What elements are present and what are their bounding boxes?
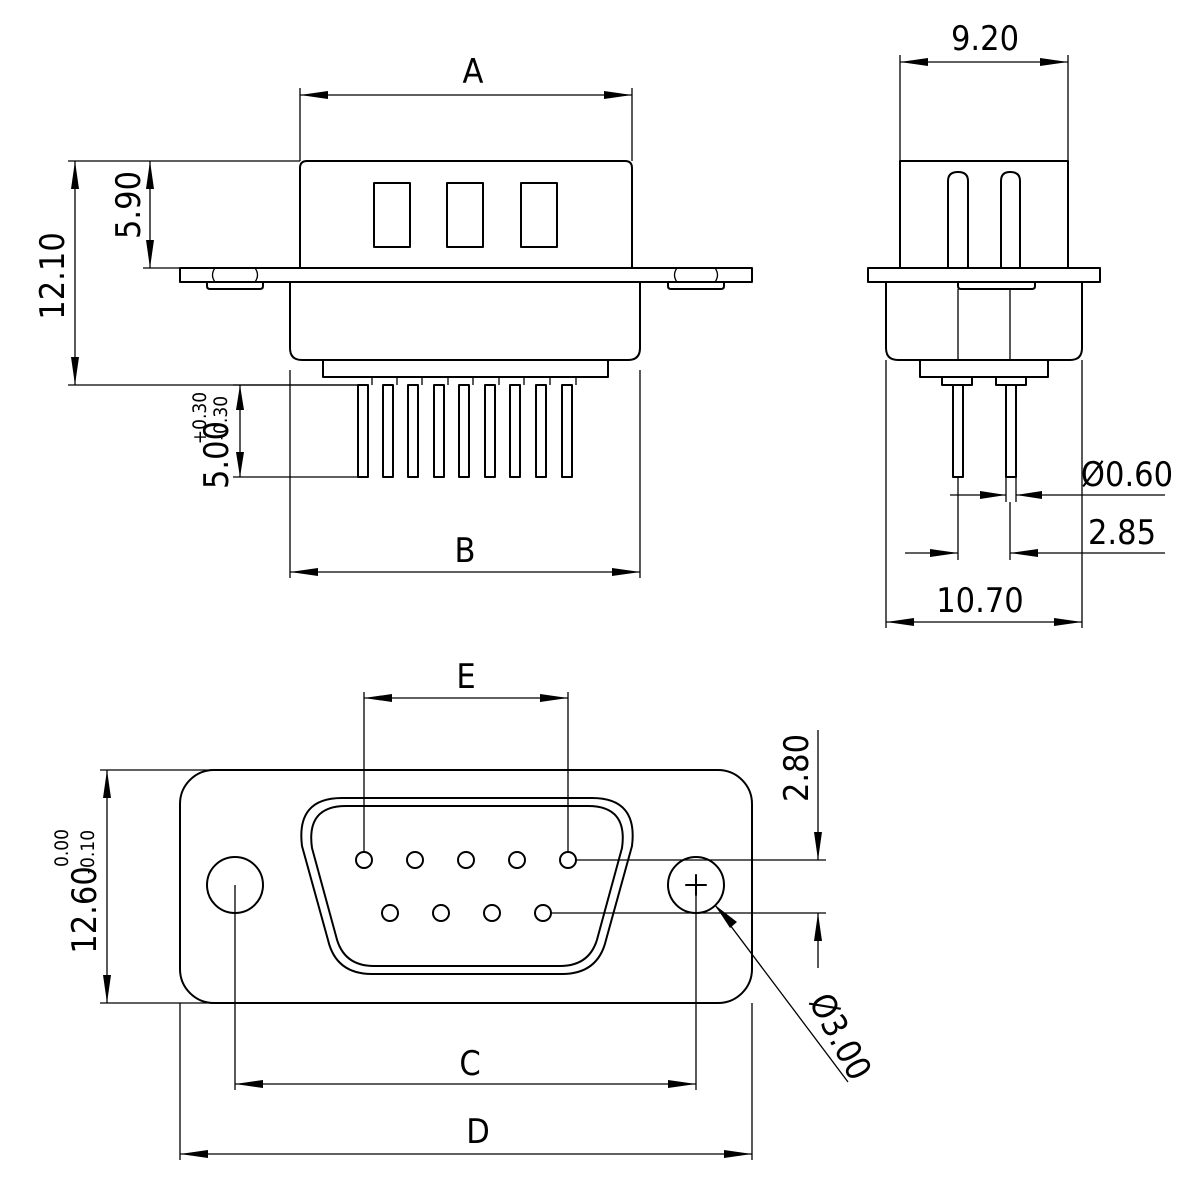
side-pin-base	[941, 376, 973, 386]
dim-pin-diameter-label: Ø0.60	[1081, 455, 1173, 495]
contact-hole	[457, 851, 475, 869]
pin	[357, 384, 369, 478]
side-contact	[947, 171, 969, 269]
face-shell-outer	[300, 797, 634, 975]
dim-9-20-label: 9.20	[951, 19, 1019, 59]
dim-b-label: B	[455, 531, 476, 571]
front-view: A B 12.10 5.90	[33, 52, 753, 578]
pins	[357, 384, 573, 478]
contact-hole	[508, 851, 526, 869]
flange-boss	[667, 281, 725, 290]
face-shell-inner	[310, 805, 624, 967]
contact-hole	[534, 904, 552, 922]
dim-flange-tol-lower: -0.10	[77, 830, 99, 874]
side-body-lower	[885, 281, 1083, 361]
insulator	[322, 359, 609, 378]
dim-12-10: 12.10	[33, 160, 358, 386]
contact-hole	[559, 851, 577, 869]
dim-pin-length: 5.00 +0.30 -0.30	[189, 384, 358, 489]
contact-hole	[483, 904, 501, 922]
pin	[509, 384, 521, 478]
dim-flange-tol-upper: 0.00	[51, 829, 73, 867]
dim-flange-height: 12.60 0.00 -0.10	[51, 769, 214, 1004]
pin	[535, 384, 547, 478]
side-pin-base	[995, 376, 1027, 386]
dim-e-label: E	[456, 657, 475, 697]
dim-pin-tol-minus: -0.30	[210, 396, 232, 440]
contact-hole	[355, 851, 373, 869]
dim-5-90-label: 5.90	[109, 171, 149, 239]
dim-hole-diameter-label: Ø3.00	[800, 987, 879, 1087]
dim-12-10-label: 12.10	[33, 232, 73, 320]
pin	[407, 384, 419, 478]
dim-d: D	[179, 1003, 753, 1160]
dim-pin-spacing-label: 2.85	[1088, 513, 1156, 553]
dim-pin-diameter: Ø0.60	[950, 455, 1173, 502]
dim-row-spacing: 2.80	[551, 730, 826, 968]
pin	[382, 384, 394, 478]
contact-hole	[381, 904, 399, 922]
flange-boss	[206, 281, 264, 290]
face-flange	[179, 769, 753, 1004]
dim-c-label: C	[459, 1044, 480, 1084]
contact-hole	[406, 851, 424, 869]
pin	[458, 384, 470, 478]
contact-hole	[432, 904, 450, 922]
side-pin	[1005, 384, 1017, 478]
body-lower	[289, 281, 641, 361]
dim-pin-spacing: 2.85	[905, 477, 1165, 560]
dim-c: C	[234, 885, 697, 1090]
dim-pin-length-label: 5.00	[197, 421, 237, 489]
slot	[520, 182, 558, 248]
dim-e: E	[363, 657, 569, 852]
slot	[373, 182, 411, 248]
dim-flange-height-label: 12.60	[65, 866, 105, 954]
side-shell-upper	[899, 160, 1069, 269]
dim-pin-tol-plus: +0.30	[189, 392, 211, 444]
dim-9-20: 9.20	[899, 19, 1069, 161]
side-insulator	[919, 359, 1049, 378]
slot	[446, 182, 484, 248]
dim-d-label: D	[466, 1112, 490, 1152]
flange	[179, 267, 753, 283]
dim-10-70-label: 10.70	[936, 581, 1024, 621]
pin	[433, 384, 445, 478]
side-view: 9.20 10.70 Ø0.60	[867, 19, 1173, 628]
side-pin	[952, 384, 964, 478]
face-view: E 2.80 12.60 0.00 -0.10	[51, 657, 879, 1160]
dim-b: B	[289, 370, 641, 578]
dim-10-70: 10.70	[885, 360, 1083, 628]
dim-5-90: 5.90	[109, 161, 180, 269]
side-contact	[1000, 171, 1021, 269]
dim-a: A	[299, 52, 633, 161]
pin	[484, 384, 496, 478]
shell-upper	[299, 160, 633, 269]
dim-a-label: A	[463, 52, 484, 92]
pin	[561, 384, 573, 478]
dim-row-spacing-label: 2.80	[777, 734, 817, 802]
side-flange	[867, 267, 1101, 283]
